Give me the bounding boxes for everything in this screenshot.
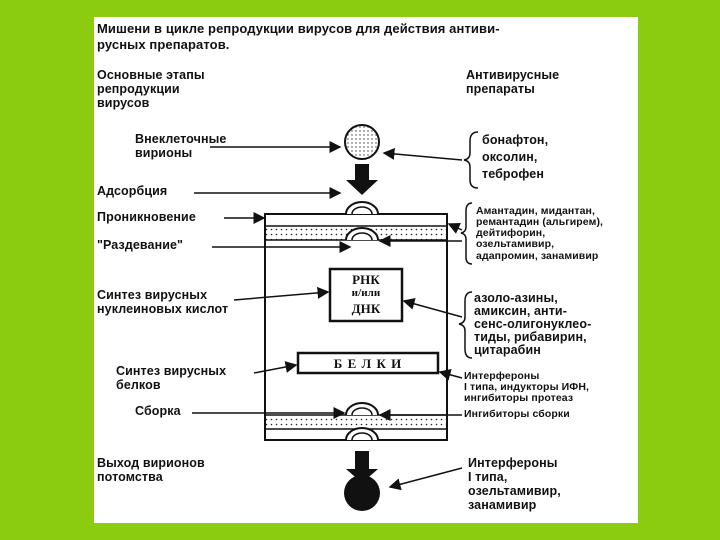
stage-nucleic-2: нуклеиновых кислот [97, 302, 229, 316]
protein-box [296, 351, 440, 375]
stage-penetration: Проникновение [97, 210, 196, 224]
drug-release-4: занамивир [468, 498, 537, 512]
header-left-1: Основные этапы [97, 68, 205, 82]
drug-release-3: озельтамивир, [468, 484, 561, 498]
stage-release-1: Выход вирионов [97, 456, 205, 470]
virion-progeny [344, 475, 380, 511]
drug-nucleic-3: сенс-олигонуклео- [474, 317, 592, 331]
protein-box-label: Б Е Л К И [333, 356, 403, 371]
virion-adsorbed [345, 201, 379, 215]
membrane-bottom [264, 414, 448, 430]
stage-adsorption: Адсорбция [97, 184, 168, 198]
drug-release-1: Интерфероны [468, 456, 558, 470]
arrow-protein [253, 361, 298, 374]
drug-protein-3: ингибиторы протеаз [464, 392, 574, 404]
drug-release-2: I типа, [468, 470, 508, 484]
drug-extracellular-1: бонафтон, [482, 133, 549, 147]
slide: Мишени в цикле репродукции вирусов для д… [94, 17, 638, 523]
stage-nucleic-1: Синтез вирусных [97, 288, 208, 302]
drug-penetration-3: дейтифорин, [476, 227, 546, 239]
stage-uncoating: "Раздевание" [97, 238, 184, 252]
drug-penetration-4: озельтамивир, [476, 238, 555, 250]
drug-protein-2: I типа, индукторы ИФН, [464, 381, 590, 393]
arrow-drug-penetration [447, 222, 463, 234]
nucleic-box-line-3: ДНК [351, 301, 381, 316]
header-left-3: вирусов [97, 96, 150, 110]
diagram-graphics [192, 124, 479, 511]
header-right-2: препараты [466, 82, 535, 96]
drug-nucleic-5: цитарабин [474, 343, 541, 357]
virion-extracellular [344, 124, 380, 160]
drug-penetration-5: адапромин, занамивир [476, 250, 599, 262]
stage-protein-1: Синтез вирусных [116, 364, 227, 378]
drug-nucleic-2: амиксин, анти- [474, 304, 567, 318]
drug-protein-1: Интерфероны [464, 370, 540, 382]
arrow-drug-protein [438, 368, 463, 381]
title-line-1: Мишени в цикле репродукции вирусов для д… [97, 21, 500, 36]
nucleic-box-line-2: и/или [351, 287, 381, 299]
title-line-2: русных препаратов. [97, 37, 230, 52]
bracket-penetration [460, 202, 473, 265]
nucleic-box-line-1: РНК [352, 272, 380, 287]
arrow-drug-release [388, 467, 463, 491]
header-left-2: репродукции [97, 82, 180, 96]
virion-penetrating [345, 227, 379, 241]
stage-extracellular-1: Внеклеточные [135, 132, 227, 146]
stage-protein-2: белков [116, 378, 161, 392]
drug-nucleic-4: тиды, рибавирин, [474, 330, 587, 344]
drug-nucleic-1: азоло-азины, [474, 291, 558, 305]
arrow-nucleic [233, 286, 330, 301]
arrow-drug-extracellular [382, 147, 463, 161]
arrow-drug-nucleic [402, 298, 463, 318]
drug-assembly: Ингибиторы сборки [464, 408, 570, 420]
header-right-1: Антивирусные [466, 68, 560, 82]
drug-penetration-2: ремантадин (альгирем), [476, 216, 604, 228]
stage-extracellular-2: вирионы [135, 146, 193, 160]
nucleic-box [328, 267, 404, 323]
stage-release-2: потомства [97, 470, 163, 484]
drug-penetration-1: Амантадин, мидантан, [476, 205, 595, 217]
entry-arrow [346, 164, 378, 195]
bracket-nucleic [458, 291, 473, 359]
drug-extracellular-3: теброфен [482, 167, 544, 181]
virion-assembling [345, 402, 379, 416]
bracket-extracellular [463, 131, 479, 189]
stage-assembly: Сборка [135, 404, 181, 418]
drug-extracellular-2: оксолин, [482, 150, 538, 164]
